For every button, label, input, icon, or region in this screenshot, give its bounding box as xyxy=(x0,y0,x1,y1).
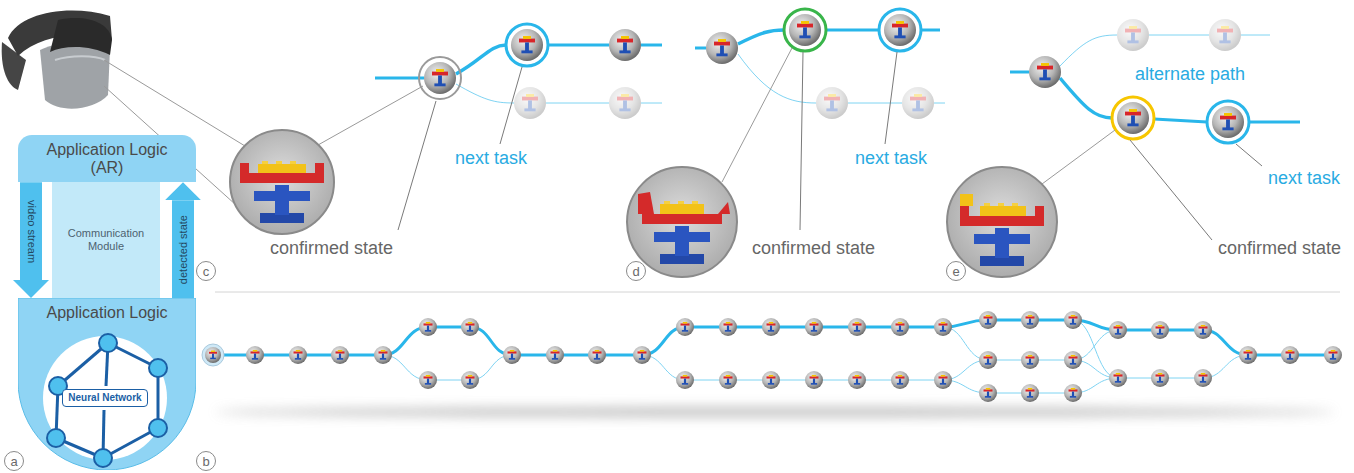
state-graph xyxy=(318,24,662,230)
data-flow-arrow xyxy=(20,182,42,280)
callout-label: next task xyxy=(855,148,927,170)
node-text: e xyxy=(952,265,959,278)
node-text: Communication Module xyxy=(58,227,154,252)
callout-label: confirmed state xyxy=(270,238,393,260)
neural-network-icon xyxy=(18,298,192,470)
zoom-inset xyxy=(230,130,334,234)
state-graph xyxy=(695,9,945,230)
callout-label: next task xyxy=(1268,168,1340,190)
panel-letter: d xyxy=(626,261,646,281)
state-timeline xyxy=(202,311,1342,402)
node-text: c xyxy=(203,265,210,278)
callout-label: confirmed state xyxy=(752,238,875,260)
node-text: Application Logic xyxy=(18,304,196,322)
callout-label: confirmed state xyxy=(1218,238,1341,260)
node-text: d xyxy=(632,265,639,278)
panel-letter: a xyxy=(4,451,24,471)
headset-illustration xyxy=(2,11,245,205)
callout-label: next task xyxy=(455,148,527,170)
panel-letter: b xyxy=(196,451,216,471)
process-box: Application Logic (AR) xyxy=(18,135,196,182)
panel-letter: c xyxy=(196,261,216,281)
node-text: Application Logic (AR) xyxy=(30,141,184,176)
callout-label: alternate path xyxy=(1135,64,1245,86)
node-text: a xyxy=(10,455,17,468)
node-text: b xyxy=(202,455,209,468)
edge-label: detected state xyxy=(176,213,189,286)
data-flow-arrow xyxy=(172,200,194,298)
panel-letter: e xyxy=(946,261,966,281)
zoom-inset xyxy=(947,167,1057,277)
node-text: Neural Network xyxy=(68,392,141,404)
network-label: Neural Network xyxy=(62,389,147,407)
edge-label: video stream xyxy=(24,198,37,265)
module-box: Communication Module xyxy=(52,182,160,298)
zoom-inset xyxy=(627,167,737,277)
